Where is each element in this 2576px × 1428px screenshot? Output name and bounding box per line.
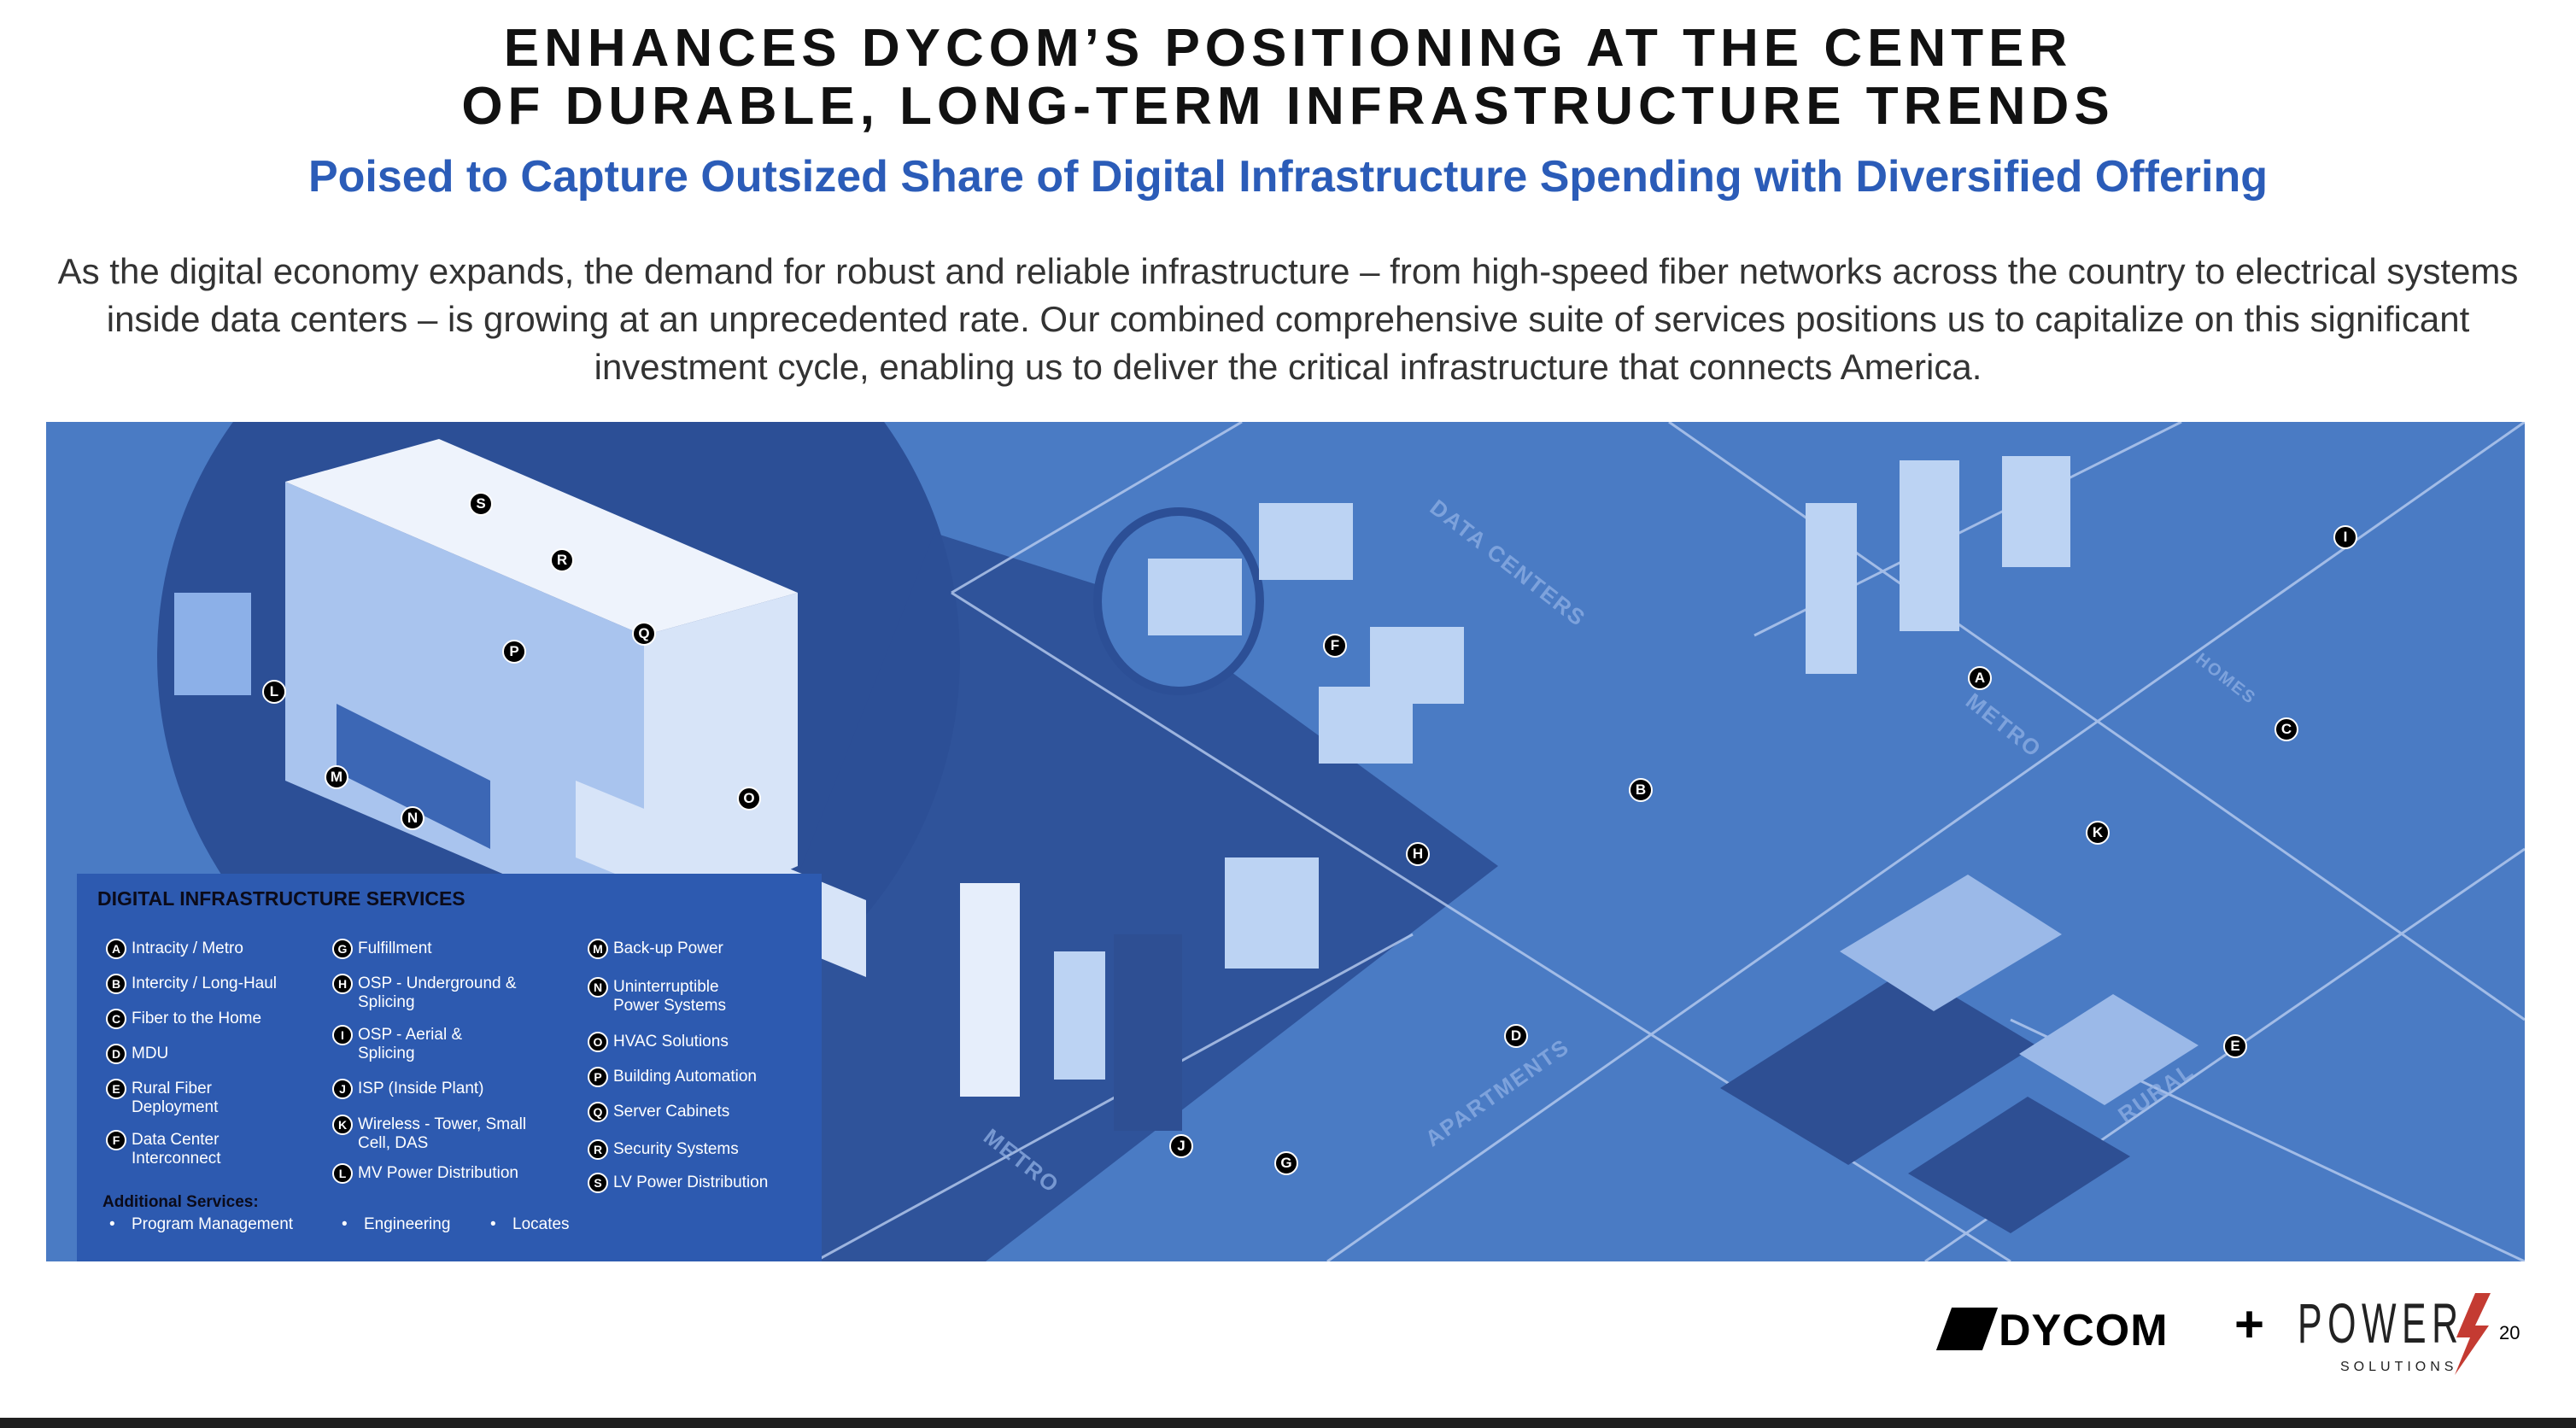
map-marker-m: M bbox=[325, 765, 348, 789]
map-marker-b: B bbox=[1629, 778, 1653, 802]
map-marker-i: I bbox=[2333, 525, 2357, 549]
additional-service: Engineering bbox=[342, 1215, 451, 1234]
map-marker-s: S bbox=[469, 492, 493, 516]
page-number: 20 bbox=[2499, 1322, 2520, 1343]
map-marker-q: Q bbox=[632, 622, 656, 646]
map-marker-o: O bbox=[737, 787, 761, 811]
plus-sign: + bbox=[2234, 1296, 2265, 1353]
additional-service: Locates bbox=[490, 1215, 569, 1234]
zoom-beam bbox=[644, 533, 1498, 1261]
map-marker-n: N bbox=[401, 806, 424, 830]
map-marker-c: C bbox=[2274, 717, 2298, 741]
title-line-2: OF DURABLE, LONG-TERM INFRASTRUCTURE TRE… bbox=[461, 77, 2115, 136]
dycom-logo: DYCOM bbox=[1935, 1305, 2169, 1356]
map-marker-h: H bbox=[1406, 842, 1430, 866]
map-marker-g: G bbox=[1274, 1151, 1298, 1175]
legend-title: DIGITAL INFRASTRUCTURE SERVICES bbox=[97, 887, 465, 910]
map-marker-k: K bbox=[2086, 821, 2110, 845]
title-line-1: ENHANCES DYCOM’S POSITIONING AT THE CENT… bbox=[503, 19, 2073, 78]
map-marker-p: P bbox=[502, 640, 526, 664]
lightning-bolt-icon bbox=[2455, 1293, 2491, 1375]
additional-service: Program Management bbox=[109, 1215, 293, 1234]
buildings bbox=[960, 456, 2070, 1131]
map-marker-e: E bbox=[2223, 1034, 2247, 1058]
rural-fields bbox=[1840, 875, 2198, 1105]
map-marker-j: J bbox=[1169, 1134, 1193, 1158]
map-marker-l: L bbox=[262, 680, 286, 704]
power-solutions-subtitle: SOLUTIONS bbox=[2340, 1360, 2458, 1374]
subtitle: Poised to Capture Outsized Share of Digi… bbox=[307, 152, 2269, 202]
bottom-bar bbox=[0, 1418, 2576, 1428]
map-marker-f: F bbox=[1323, 634, 1347, 658]
dycom-logo-mark-icon bbox=[1935, 1308, 1999, 1350]
map-marker-a: A bbox=[1968, 666, 1992, 690]
map-marker-d: D bbox=[1504, 1024, 1528, 1048]
intro-paragraph: As the digital economy expands, the dema… bbox=[57, 251, 2519, 387]
power-solutions-logo: POWER bbox=[2298, 1291, 2464, 1355]
solar-fields bbox=[1720, 969, 2130, 1233]
additional-services-title: Additional Services: bbox=[102, 1193, 259, 1211]
map-marker-r: R bbox=[550, 548, 574, 572]
